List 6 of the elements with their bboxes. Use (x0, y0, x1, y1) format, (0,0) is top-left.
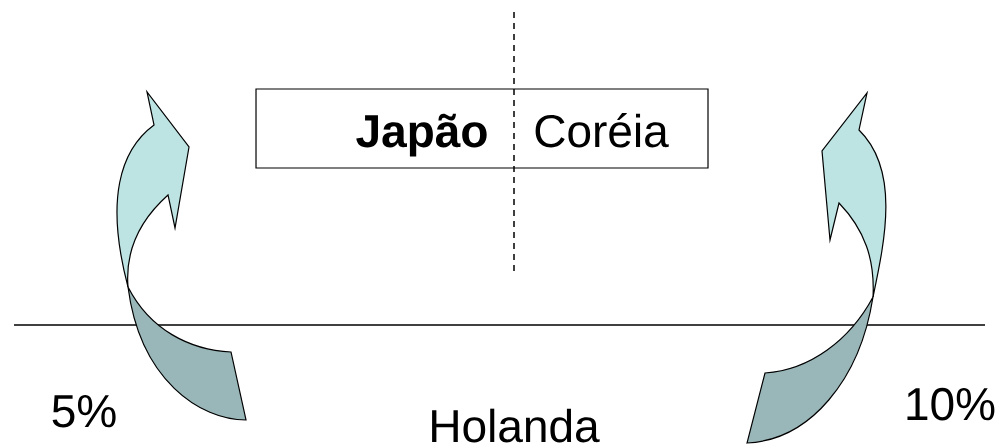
percent-label: 5% (52, 395, 116, 428)
country-label: Japão (356, 113, 487, 157)
country-label: Coréia (535, 113, 669, 148)
region-label: Holanda (432, 408, 600, 443)
region-box (255, 88, 709, 169)
percent-label: 10% (907, 387, 995, 421)
